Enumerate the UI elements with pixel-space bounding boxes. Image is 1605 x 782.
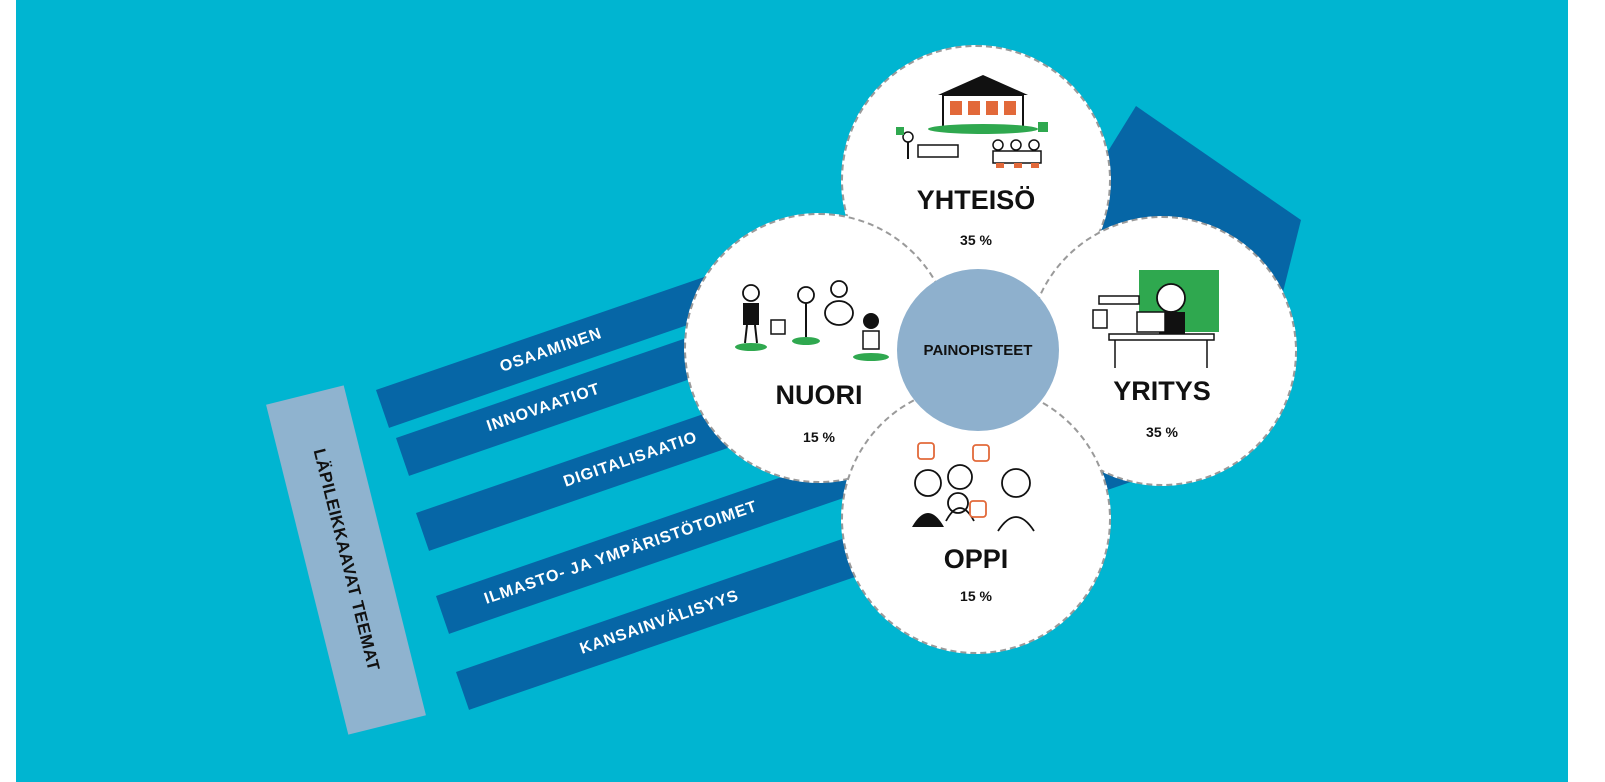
circle-title: YRITYS (1113, 376, 1211, 406)
house-community-illustration (896, 75, 1048, 168)
circle-title: YHTEISÖ (916, 185, 1036, 215)
circle-percent: 15 % (960, 588, 992, 604)
circle-title: NUORI (775, 380, 863, 410)
diagram-canvas: OSAAMINEN INNOVAATIOT DIGITALISAATIO ILM… (16, 0, 1568, 782)
youth-band-illustration (735, 280, 889, 361)
circle-percent: 35 % (960, 232, 992, 248)
circle-yritys: YRITYS 35 % (1027, 216, 1297, 486)
entrepreneur-desk-illustration (1092, 270, 1219, 368)
circle-percent: 15 % (803, 429, 835, 445)
learning-people-illustration (912, 442, 1035, 532)
circle-percent: 35 % (1146, 424, 1178, 440)
circle-title: OPPI (943, 544, 1009, 574)
center-painopisteet: PAINOPISTEET (897, 269, 1059, 431)
center-label: PAINOPISTEET (923, 341, 1033, 359)
